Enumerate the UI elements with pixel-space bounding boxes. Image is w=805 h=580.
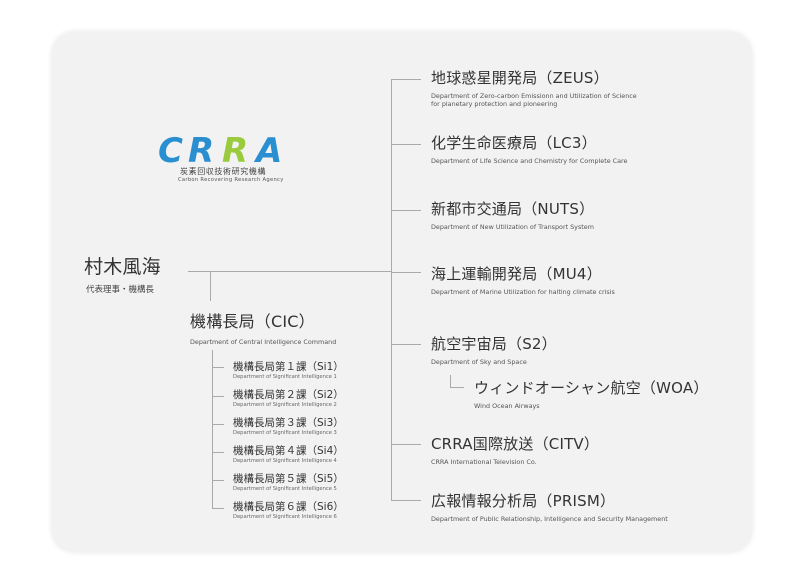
connector-woa-vertical bbox=[450, 375, 451, 387]
department-subtitle: Department of Life Science and Chemistry… bbox=[431, 157, 628, 165]
subsidiary-title: ウィンドオーシャン航空（WOA） bbox=[474, 379, 709, 397]
section-title: 機構長局第３課（Si3） bbox=[233, 417, 344, 429]
leader-name: 村木風海 bbox=[84, 256, 161, 278]
department-zeus: 地球惑星開発局（ZEUS） Department of Zero-carbon … bbox=[431, 67, 637, 108]
svg-text:C: C bbox=[158, 131, 183, 170]
section-subtitle: Department of Significant Intelligence 2 bbox=[233, 402, 337, 408]
section-si3: 機構長局第３課（Si3） Department of Significant I… bbox=[233, 415, 344, 436]
section-si2: 機構長局第２課（Si2） Department of Significant I… bbox=[233, 387, 344, 408]
department-subtitle: CRRA International Television Co. bbox=[431, 458, 537, 466]
central-department: 機構長局（CIC） Department of Central Intellig… bbox=[190, 308, 336, 346]
connector-trunk-vertical bbox=[391, 79, 392, 500]
department-subtitle: Department of Sky and Space bbox=[431, 358, 527, 366]
department-mu4: 海上運輸開発局（MU4） Department of Marine Utiliz… bbox=[431, 263, 615, 296]
branch-s2 bbox=[391, 344, 421, 345]
department-subtitle-line2: for planetary protection and pioneering bbox=[431, 100, 558, 108]
connector-sections-vertical bbox=[212, 350, 213, 508]
svg-text:A: A bbox=[253, 131, 282, 170]
connector-leader-horizontal bbox=[188, 271, 392, 272]
connector-si3 bbox=[212, 424, 224, 425]
logo-english-name: Carbon Recovering Research Agency bbox=[178, 177, 284, 183]
logo-japanese-name: 炭素回収技術研究機構 bbox=[180, 167, 266, 176]
branch-lc3 bbox=[391, 144, 421, 145]
central-title: 機構長局（CIC） bbox=[190, 312, 315, 331]
department-citv: CRRA国際放送（CITV） CRRA International Televi… bbox=[431, 433, 599, 466]
department-title: 海上運輸開発局（MU4） bbox=[431, 265, 602, 283]
branch-mu4 bbox=[391, 272, 421, 273]
org-chart-card bbox=[52, 32, 752, 552]
department-nuts: 新都市交通局（NUTS） Department of New Utilizati… bbox=[431, 198, 594, 231]
section-subtitle: Department of Significant Intelligence 4 bbox=[233, 458, 337, 464]
crra-logo: C R R A 炭素回収技術研究機構 Carbon Recovering Res… bbox=[152, 130, 312, 186]
section-subtitle: Department of Significant Intelligence 3 bbox=[233, 430, 337, 436]
department-s2: 航空宇宙局（S2） Department of Sky and Space bbox=[431, 333, 557, 366]
branch-nuts bbox=[391, 210, 421, 211]
section-si1: 機構長局第１課（Si1） Department of Significant I… bbox=[233, 359, 344, 380]
section-si5: 機構長局第５課（Si5） Department of Significant I… bbox=[233, 471, 344, 492]
subsidiary-woa: ウィンドオーシャン航空（WOA） Wind Ocean Airways bbox=[474, 377, 709, 410]
section-subtitle: Department of Significant Intelligence 5 bbox=[233, 486, 337, 492]
svg-text:R: R bbox=[188, 131, 214, 170]
connector-si1 bbox=[212, 367, 224, 368]
leader-role: 代表理事・機構長 bbox=[86, 285, 155, 295]
branch-prism bbox=[391, 500, 421, 501]
branch-zeus bbox=[391, 79, 421, 80]
department-title: 航空宇宙局（S2） bbox=[431, 335, 557, 353]
crra-logo-mark: C R R A bbox=[158, 131, 282, 171]
section-title: 機構長局第２課（Si2） bbox=[233, 389, 344, 401]
branch-citv bbox=[391, 444, 421, 445]
department-subtitle: Department of Zero-carbon Emissionn and … bbox=[431, 92, 637, 100]
central-subtitle: Department of Central Intelligence Comma… bbox=[190, 338, 337, 346]
section-si4: 機構長局第４課（Si4） Department of Significant I… bbox=[233, 443, 344, 464]
section-si6: 機構長局第６課（Si6） Department of Significant I… bbox=[233, 499, 344, 520]
department-title: 化学生命医療局（LC3） bbox=[431, 134, 597, 152]
department-title: 地球惑星開発局（ZEUS） bbox=[431, 69, 609, 87]
connector-si2 bbox=[212, 396, 224, 397]
department-lc3: 化学生命医療局（LC3） Department of Life Science … bbox=[431, 132, 627, 165]
department-title: 新都市交通局（NUTS） bbox=[431, 200, 595, 218]
connector-to-central bbox=[210, 271, 211, 301]
section-title: 機構長局第１課（Si1） bbox=[233, 361, 344, 373]
svg-text:R: R bbox=[222, 131, 248, 170]
connector-si4 bbox=[212, 452, 224, 453]
section-subtitle: Department of Significant Intelligence 6 bbox=[233, 514, 337, 520]
section-subtitle: Department of Significant Intelligence 1 bbox=[233, 374, 337, 380]
section-title: 機構長局第６課（Si6） bbox=[233, 501, 344, 513]
department-title: 広報情報分析局（PRISM） bbox=[431, 492, 616, 510]
department-prism: 広報情報分析局（PRISM） Department of Public Rela… bbox=[431, 490, 668, 523]
department-title: CRRA国際放送（CITV） bbox=[431, 435, 600, 453]
department-subtitle: Department of New Utilization of Transpo… bbox=[431, 223, 594, 231]
connector-si6 bbox=[212, 508, 224, 509]
subsidiary-subtitle: Wind Ocean Airways bbox=[474, 402, 540, 410]
section-title: 機構長局第４課（Si4） bbox=[233, 445, 344, 457]
department-subtitle: Department of Public Relationship, Intel… bbox=[431, 515, 668, 523]
department-subtitle: Department of Marine Utilization for hal… bbox=[431, 288, 615, 296]
connector-woa-horizontal bbox=[450, 387, 464, 388]
section-title: 機構長局第５課（Si5） bbox=[233, 473, 344, 485]
connector-si5 bbox=[212, 480, 224, 481]
